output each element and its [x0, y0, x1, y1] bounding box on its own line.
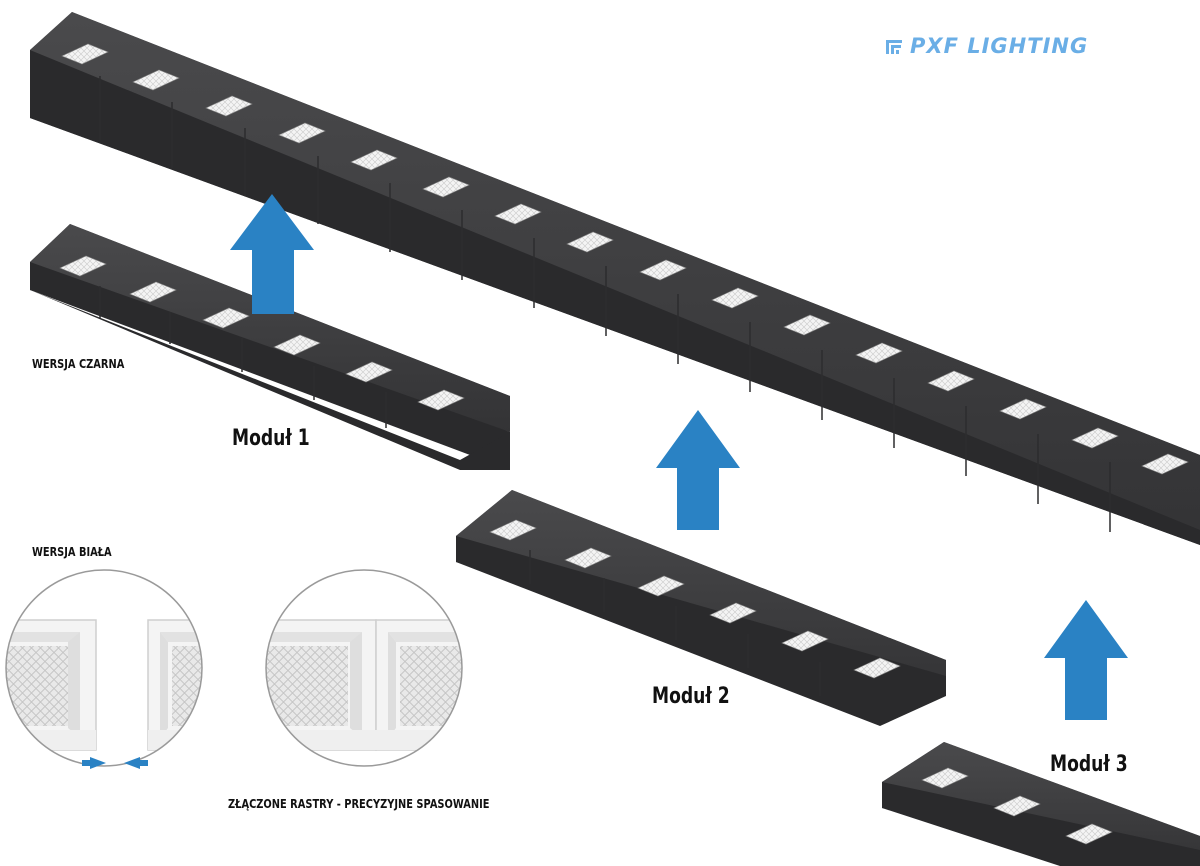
- brand-logo: PXF LIGHTING: [886, 34, 1088, 58]
- joined-rasters-caption: ZŁĄCZONE RASTRY - PRECYZYJNE SPASOWANIE: [228, 797, 490, 811]
- module-2-bar: [456, 490, 946, 726]
- up-arrow-icon: [230, 194, 314, 314]
- logo-text: PXF LIGHTING: [910, 34, 1089, 58]
- detail-circle-separated: [5, 569, 203, 769]
- module-2-label: Moduł 2: [652, 684, 730, 709]
- pxf-logo-mark-icon: [886, 37, 904, 55]
- module-3-label: Moduł 3: [1050, 752, 1128, 777]
- up-arrow-icon: [656, 410, 740, 530]
- module-1-bar: [30, 224, 510, 470]
- long-luminaire-bar: [30, 12, 1200, 545]
- white-version-label: WERSJA BIAŁA: [32, 545, 112, 559]
- module-3-bar: [882, 742, 1200, 866]
- black-version-label: WERSJA CZARNA: [32, 357, 125, 371]
- converging-arrows-icon: [82, 757, 148, 769]
- detail-circle-joined: [265, 569, 463, 767]
- up-arrow-icon: [1044, 600, 1128, 720]
- module-1-label: Moduł 1: [232, 426, 310, 451]
